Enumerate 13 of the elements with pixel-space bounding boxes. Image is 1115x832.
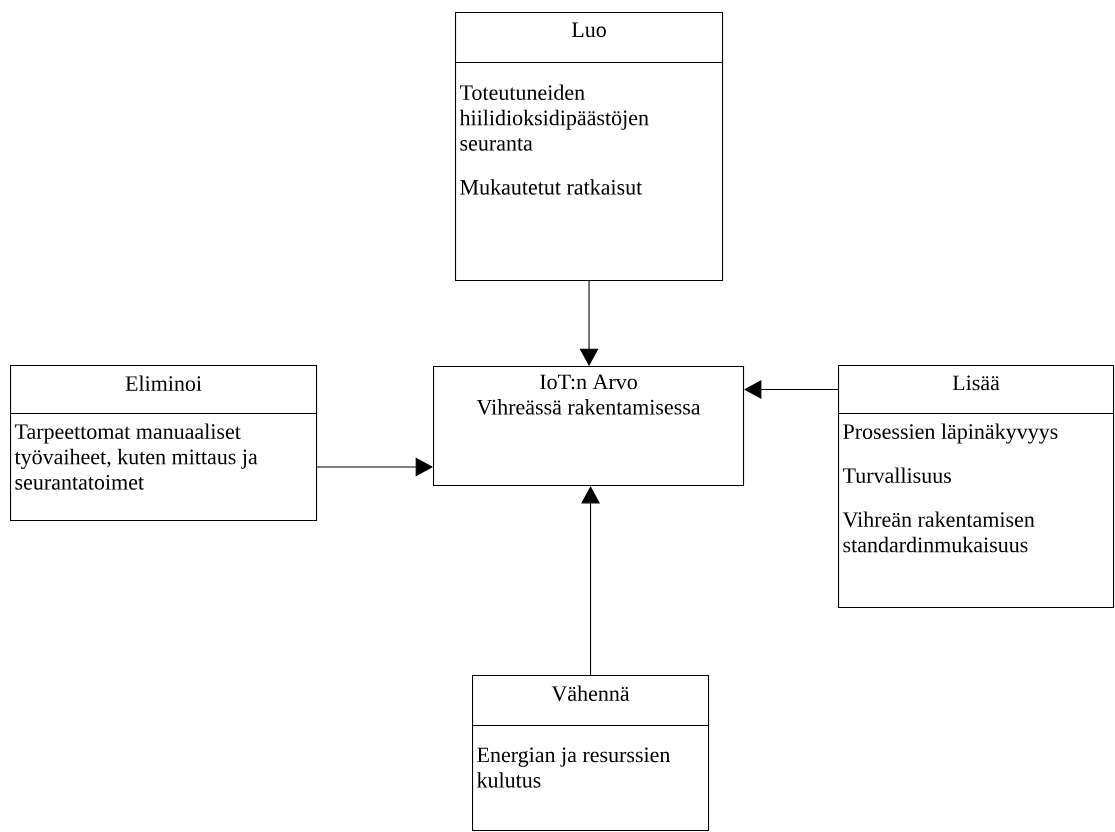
heading-box: Luo — [455, 12, 724, 64]
heading-box: Vähennä — [472, 675, 710, 727]
arrow — [581, 486, 600, 676]
text-box: Prosessien läpinäkyvyys Turvallisuus Vihreän rakentamisen standardinmukaisuus — [838, 413, 1115, 609]
arrow — [744, 380, 839, 399]
arrow — [316, 457, 433, 477]
text-box: Tarpeettomat manuaaliset työvaiheet, kuten mittaus ja seurantatoimet — [10, 413, 318, 522]
center-box: IoT:n Arvo Vihreässä rakentamisessa — [433, 366, 745, 487]
heading-box: Eliminoi — [10, 365, 318, 415]
text-box: Toteutuneiden hiilidioksidipäästöjen seuranta Mukautetut ratkaisut — [455, 62, 724, 282]
heading-box: Lisää — [838, 365, 1115, 415]
text-box: Energian ja resurssien kulutus — [472, 725, 710, 832]
arrow — [579, 280, 599, 366]
